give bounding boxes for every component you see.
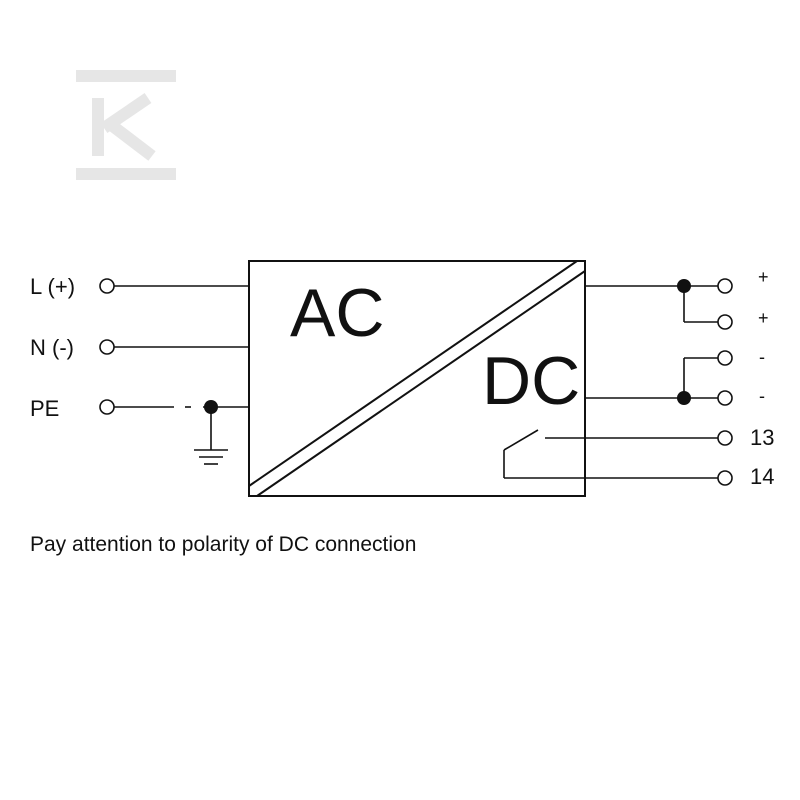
- converter-diagonal-2: [256, 270, 586, 497]
- terminal-l: [99, 278, 115, 294]
- input-label-l: L (+): [30, 274, 75, 299]
- output-label-plus-1: +: [758, 267, 769, 287]
- input-label-n: N (-): [30, 335, 74, 360]
- relay-switch-blade: [503, 429, 539, 451]
- output-label-13: 13: [750, 425, 774, 450]
- converter-diagonal-1: [248, 260, 578, 487]
- junction-plus: [677, 279, 691, 293]
- ground-icon: [194, 400, 228, 465]
- output-label-minus-2: -: [759, 386, 765, 406]
- input-label-pe: PE: [30, 396, 59, 421]
- terminal-out-plus-2: [717, 314, 733, 330]
- terminal-out-13: [717, 430, 733, 446]
- junction-minus: [677, 391, 691, 405]
- terminal-out-plus-1: [717, 278, 733, 294]
- dc-label: DC: [482, 343, 580, 419]
- output-label-14: 14: [750, 464, 774, 489]
- terminal-n: [99, 339, 115, 355]
- terminal-pe: [99, 399, 115, 415]
- ac-label: AC: [290, 275, 384, 351]
- terminal-out-14: [717, 470, 733, 486]
- terminal-out-minus-2: [717, 390, 733, 406]
- k-logo-icon: [76, 70, 176, 180]
- polarity-note: Pay attention to polarity of DC connecti…: [30, 533, 417, 556]
- output-label-plus-2: +: [758, 308, 769, 328]
- terminal-out-minus-1: [717, 350, 733, 366]
- converter-box: [248, 260, 586, 497]
- output-label-minus-1: -: [759, 347, 765, 367]
